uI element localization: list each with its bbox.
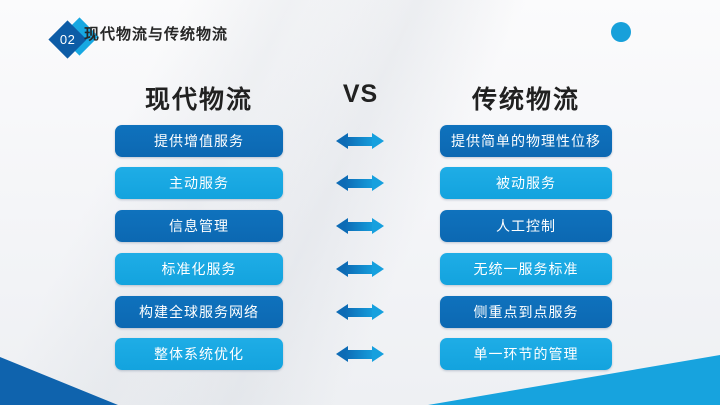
double-arrow-icon bbox=[336, 304, 384, 321]
comparison-row: 信息管理 人工控制 bbox=[0, 210, 720, 242]
modern-item-pill: 标准化服务 bbox=[115, 253, 283, 285]
traditional-logistics-heading: 传统物流 bbox=[471, 86, 580, 114]
traditional-item-pill: 人工控制 bbox=[440, 210, 612, 242]
slide-title: 现代物流与传统物流 bbox=[84, 26, 229, 43]
traditional-item-pill: 被动服务 bbox=[440, 167, 612, 199]
comparison-row: 主动服务 被动服务 bbox=[0, 167, 720, 199]
modern-item-pill: 信息管理 bbox=[115, 210, 283, 242]
traditional-item-pill: 无统一服务标准 bbox=[440, 253, 612, 285]
comparison-row: 标准化服务 无统一服务标准 bbox=[0, 253, 720, 285]
double-arrow-icon bbox=[336, 133, 384, 150]
accent-dot-icon bbox=[611, 22, 631, 42]
traditional-item-pill: 侧重点到点服务 bbox=[440, 296, 612, 328]
comparison-row: 整体系统优化 单一环节的管理 bbox=[0, 338, 720, 370]
vs-label: VS bbox=[342, 80, 379, 108]
modern-logistics-heading: 现代物流 bbox=[144, 86, 253, 114]
traditional-item-pill: 单一环节的管理 bbox=[440, 338, 612, 370]
double-arrow-icon bbox=[336, 261, 384, 278]
modern-item-pill: 构建全球服务网络 bbox=[115, 296, 283, 328]
comparison-row: 提供增值服务 提供简单的物理性位移 bbox=[0, 125, 720, 157]
double-arrow-icon bbox=[336, 346, 384, 363]
modern-item-pill: 整体系统优化 bbox=[115, 338, 283, 370]
double-arrow-icon bbox=[336, 218, 384, 235]
comparison-row: 构建全球服务网络 侧重点到点服务 bbox=[0, 296, 720, 328]
modern-item-pill: 主动服务 bbox=[115, 167, 283, 199]
traditional-item-pill: 提供简单的物理性位移 bbox=[440, 125, 612, 157]
double-arrow-icon bbox=[336, 175, 384, 192]
modern-item-pill: 提供增值服务 bbox=[115, 125, 283, 157]
